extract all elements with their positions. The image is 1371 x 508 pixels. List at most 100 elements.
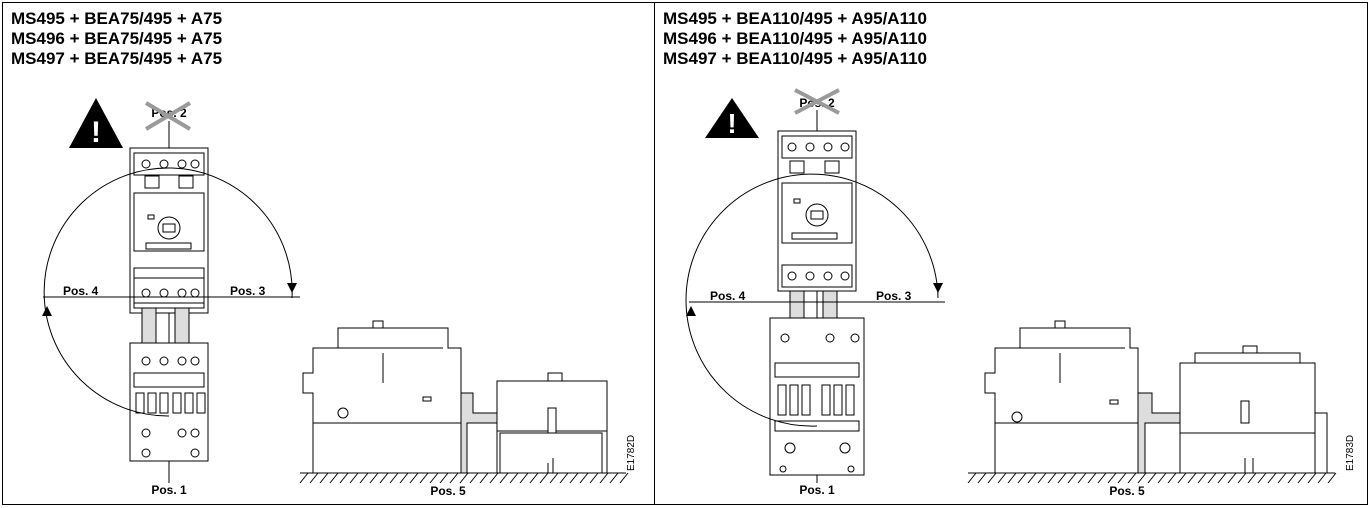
pos4-label: Pos. 4 [63, 284, 99, 298]
hatch-stroke [1147, 472, 1157, 484]
title-line-1: MS495 + BEA110/495 + A95/A110 [663, 9, 927, 28]
hatch-stroke [549, 472, 559, 484]
hatch-stroke [1237, 472, 1247, 484]
title-line-3: MS497 + BEA75/495 + A75 [11, 49, 223, 68]
hatch-stroke [309, 472, 319, 484]
pos3-label: Pos. 3 [230, 284, 266, 298]
hatch-stroke [1117, 472, 1127, 484]
hatch-stroke [409, 472, 419, 484]
hatch-stroke [459, 472, 469, 484]
title-line-2: MS496 + BEA75/495 + A75 [11, 29, 223, 48]
ground-hatch-lines [299, 472, 629, 484]
hatch-stroke [1217, 472, 1227, 484]
contactor-unit [769, 317, 865, 476]
hatch-stroke [1327, 472, 1337, 484]
hatch-stroke [349, 472, 359, 484]
contactor-unit [129, 342, 209, 462]
hatch-stroke [509, 472, 519, 484]
hatch-stroke [359, 472, 369, 484]
hatch-stroke [1067, 472, 1077, 484]
warning-triangle-icon: ! [69, 98, 123, 149]
warning-symbol: ! [91, 116, 101, 149]
title-line-3: MS497 + BEA110/495 + A95/A110 [663, 49, 927, 68]
hatch-stroke [1267, 472, 1277, 484]
hatch-stroke [1277, 472, 1287, 484]
connector-bars [141, 307, 190, 349]
hatch-stroke [529, 472, 539, 484]
hatch-stroke [439, 472, 449, 484]
assembly-drawing-right: ! Pos. 2 [685, 88, 1356, 498]
hatch-stroke [1317, 472, 1327, 484]
panel-right: MS495 + BEA110/495 + A95/A110 MS496 + BE… [655, 2, 1368, 505]
rotation-arc [685, 173, 939, 427]
hatch-stroke [1257, 472, 1267, 484]
hatch-stroke [997, 472, 1007, 484]
pos1-label: Pos. 1 [799, 483, 835, 497]
hatch-stroke [1007, 472, 1017, 484]
hatch-stroke [1097, 472, 1107, 484]
drawing-code: E1783D [1345, 435, 1356, 471]
panel-left: MS495 + BEA75/495 + A75 MS496 + BEA75/49… [2, 2, 655, 505]
arrow-head-pos3 [933, 283, 943, 293]
pos5-label: Pos. 5 [430, 484, 466, 498]
hatch-stroke [1017, 472, 1027, 484]
hatch-stroke [1057, 472, 1067, 484]
hatch-stroke [987, 472, 997, 484]
hatch-stroke [469, 472, 479, 484]
hatch-stroke [1297, 472, 1307, 484]
hatch-stroke [1227, 472, 1237, 484]
hatch-stroke [539, 472, 549, 484]
side-view-assembly [984, 320, 1328, 474]
hatch-stroke [479, 472, 489, 484]
pos4-label: Pos. 4 [710, 289, 746, 303]
hatch-stroke [619, 472, 629, 484]
hatch-stroke [399, 472, 409, 484]
hatch-stroke [1077, 472, 1087, 484]
hatch-stroke [379, 472, 389, 484]
warning-symbol: ! [727, 108, 736, 139]
hatch-stroke [1027, 472, 1037, 484]
rotation-arc [43, 167, 293, 417]
cross-out-icon [794, 88, 840, 115]
hatch-stroke [419, 472, 429, 484]
ground-hatch-lines [967, 472, 1337, 484]
hatch-stroke [389, 472, 399, 484]
hatch-stroke [1167, 472, 1177, 484]
pos3-label: Pos. 3 [876, 289, 912, 303]
hatch-stroke [449, 472, 459, 484]
arrow-head-pos3 [287, 283, 297, 293]
hatch-stroke [1107, 472, 1117, 484]
arrow-head-pos4 [686, 306, 696, 316]
arrow-head-pos4 [42, 306, 52, 316]
hatch-stroke [1037, 472, 1047, 484]
hatch-stroke [369, 472, 379, 484]
hatch-stroke [429, 472, 439, 484]
assembly-drawing-left: ! Pos. 2 [42, 98, 637, 498]
hatch-stroke [977, 472, 987, 484]
title-line-2: MS496 + BEA110/495 + A95/A110 [663, 29, 927, 48]
hatch-stroke [1197, 472, 1207, 484]
panel-title: MS495 + BEA75/495 + A75 MS496 + BEA75/49… [11, 9, 222, 69]
hatch-stroke [1207, 472, 1217, 484]
hatch-stroke [559, 472, 569, 484]
hatch-stroke [299, 472, 309, 484]
cross-out-icon [144, 101, 192, 131]
panel-title: MS495 + BEA110/495 + A95/A110 MS496 + BE… [663, 9, 927, 69]
pos5-label: Pos. 5 [1109, 484, 1145, 498]
hatch-stroke [489, 472, 499, 484]
motor-starter-unit [129, 147, 209, 314]
hatch-stroke [1177, 472, 1187, 484]
hatch-stroke [1307, 472, 1317, 484]
hatch-stroke [609, 472, 619, 484]
side-view-assembly [302, 320, 608, 474]
hatch-stroke [569, 472, 579, 484]
hatch-stroke [589, 472, 599, 484]
drawing-code: E1782D [626, 435, 637, 471]
warning-triangle-icon: ! [705, 98, 759, 139]
hatch-stroke [1287, 472, 1297, 484]
hatch-stroke [519, 472, 529, 484]
hatch-stroke [1087, 472, 1097, 484]
hatch-stroke [319, 472, 329, 484]
hatch-stroke [599, 472, 609, 484]
